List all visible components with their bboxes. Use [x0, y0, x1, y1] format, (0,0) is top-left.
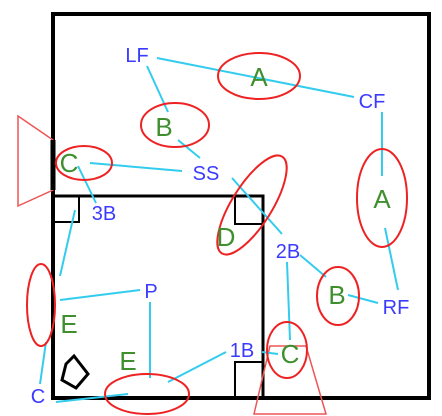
zone-infield: [216, 154, 288, 256]
home-plate: [60, 353, 90, 390]
grade-left-field: B: [155, 112, 172, 142]
zone-behind-plate: [104, 373, 190, 415]
connector-lf-cf: [156, 57, 355, 98]
zone-outlines: [26, 52, 408, 415]
position-p: P: [144, 281, 157, 303]
position-1b: 1B: [230, 340, 254, 362]
first-base-marker: [234, 361, 264, 399]
connector-b-rf: [347, 294, 379, 304]
connector-c-ss: [89, 162, 183, 172]
zone-right-center: [356, 148, 408, 248]
grade-right-field: B: [328, 280, 345, 310]
position-cf: CF: [359, 91, 386, 113]
zone-left-center: [217, 52, 301, 100]
position-2b: 2B: [276, 241, 300, 263]
connector-e-c: [39, 341, 47, 385]
position-ss: SS: [193, 163, 220, 185]
connector-2b-c: [286, 261, 291, 341]
connector-2b-b: [299, 254, 327, 278]
connector-3b-e: [59, 209, 76, 277]
zone-left-line: [26, 263, 56, 347]
position-rf: RF: [383, 297, 410, 319]
infield-square: [51, 194, 265, 400]
grade-behind-plate: E: [119, 346, 136, 376]
zone-left-field: [140, 102, 210, 148]
grade-third-line: C: [60, 148, 79, 178]
left-foul-wedge: [17, 114, 54, 208]
third-base-marker: [52, 195, 80, 223]
zone-first-line: [266, 321, 308, 379]
second-base-marker: [234, 195, 264, 225]
connector-e-1b: [167, 351, 227, 383]
zone-third-line: [55, 145, 113, 181]
connector-1b-c: [261, 351, 279, 355]
grade-infield: D: [217, 222, 236, 252]
connector-p-e: [59, 289, 141, 301]
position-c: C: [31, 386, 45, 408]
connector-c-bottom: [55, 393, 129, 403]
connector-a-rf: [384, 227, 399, 291]
grade-right-center: A: [373, 184, 391, 214]
connector-3b-c: [77, 165, 97, 204]
position-lf: LF: [125, 45, 148, 67]
grade-first-line: C: [281, 339, 300, 369]
grade-left-center: A: [250, 62, 268, 92]
connector-b-ss: [177, 139, 201, 159]
grade-left-line: E: [60, 309, 77, 339]
bottom-foul-wedge: [253, 345, 328, 415]
position-3b: 3B: [92, 203, 116, 225]
zone-right-field: [316, 266, 360, 326]
